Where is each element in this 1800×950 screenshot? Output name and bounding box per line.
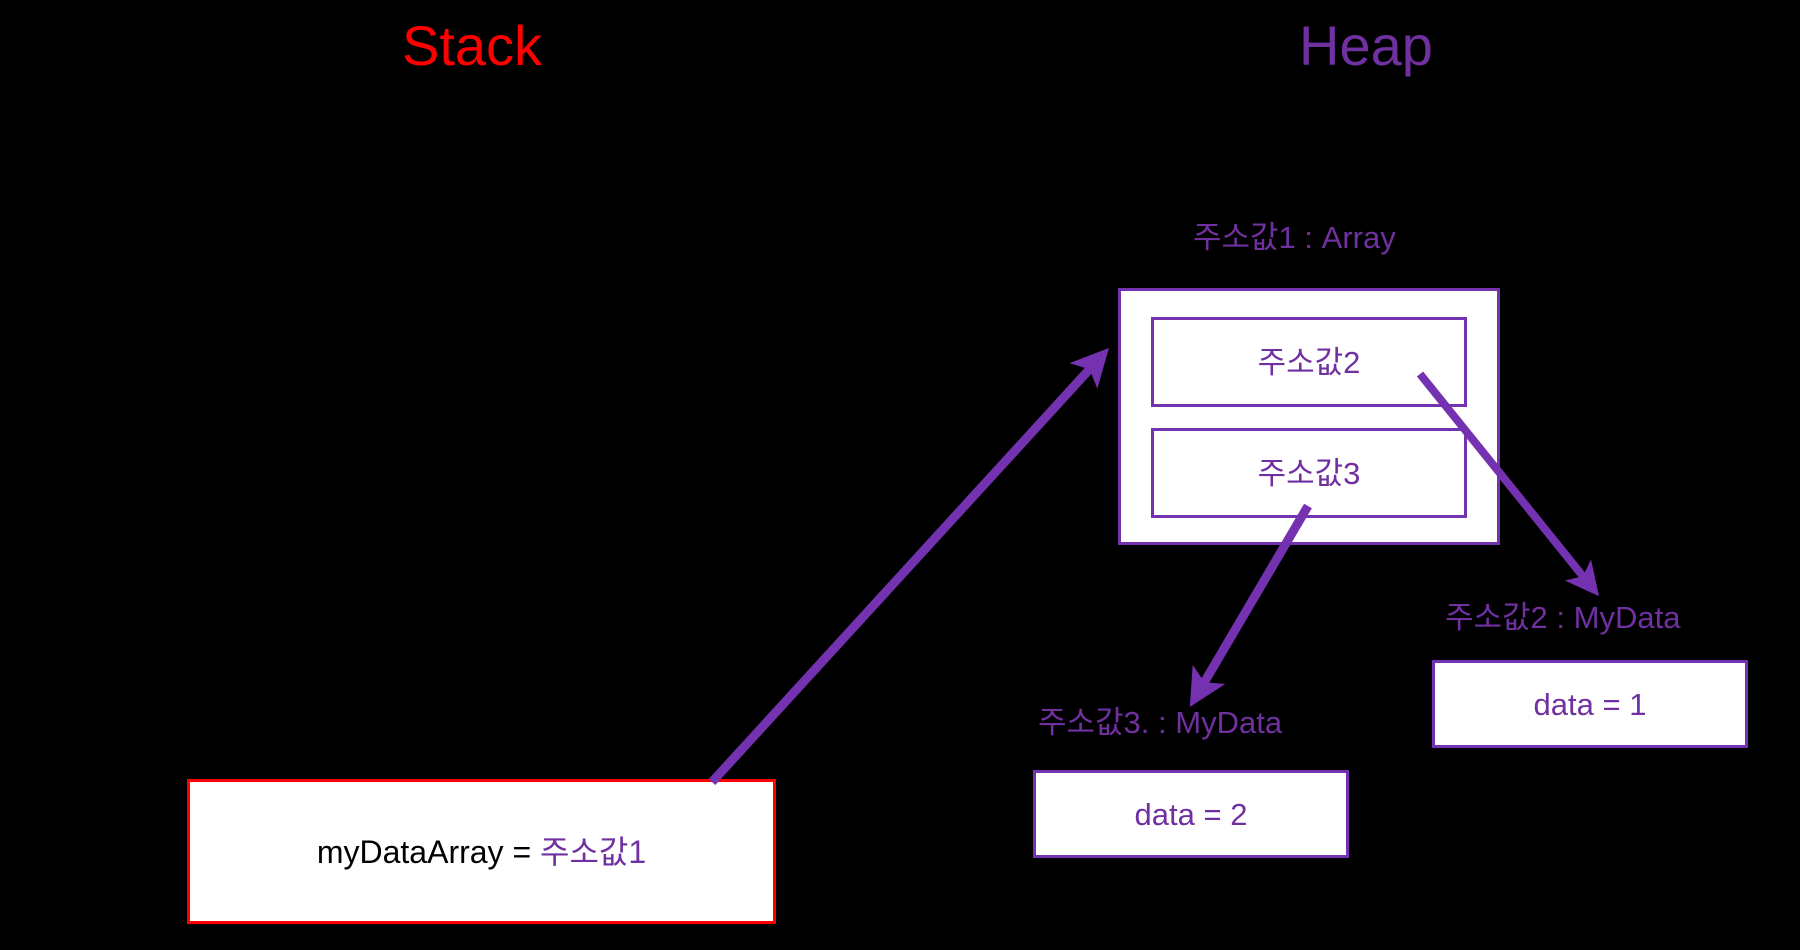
mydata2-field-value: data = 1 [1533,686,1647,722]
array-cell-0: 주소값2 [1151,317,1467,407]
stack-variable-name: myDataArray = [316,833,541,870]
mydata3-object-label: 주소값3. : MyData [1038,705,1283,740]
stack-variable-text: myDataArray = 주소값1 [317,836,646,868]
array-cell-1: 주소값3 [1151,428,1467,518]
mydata2-object-label: 주소값2 : MyData [1445,600,1681,635]
stack-title: Stack [402,14,543,77]
stack-variable-address: 주소값1 [540,833,647,870]
heap-title: Heap [1299,14,1433,77]
mydata2-object-box: data = 1 [1432,660,1748,748]
array-cell-0-value: 주소값2 [1257,344,1361,380]
mydata3-object-box: data = 2 [1033,770,1349,858]
array-cell-1-value: 주소값3 [1257,455,1361,491]
mydata3-field-value: data = 2 [1134,796,1248,832]
stack-variable-box: myDataArray = 주소값1 [187,779,776,924]
array-object-label: 주소값1 : Array [1193,220,1396,255]
